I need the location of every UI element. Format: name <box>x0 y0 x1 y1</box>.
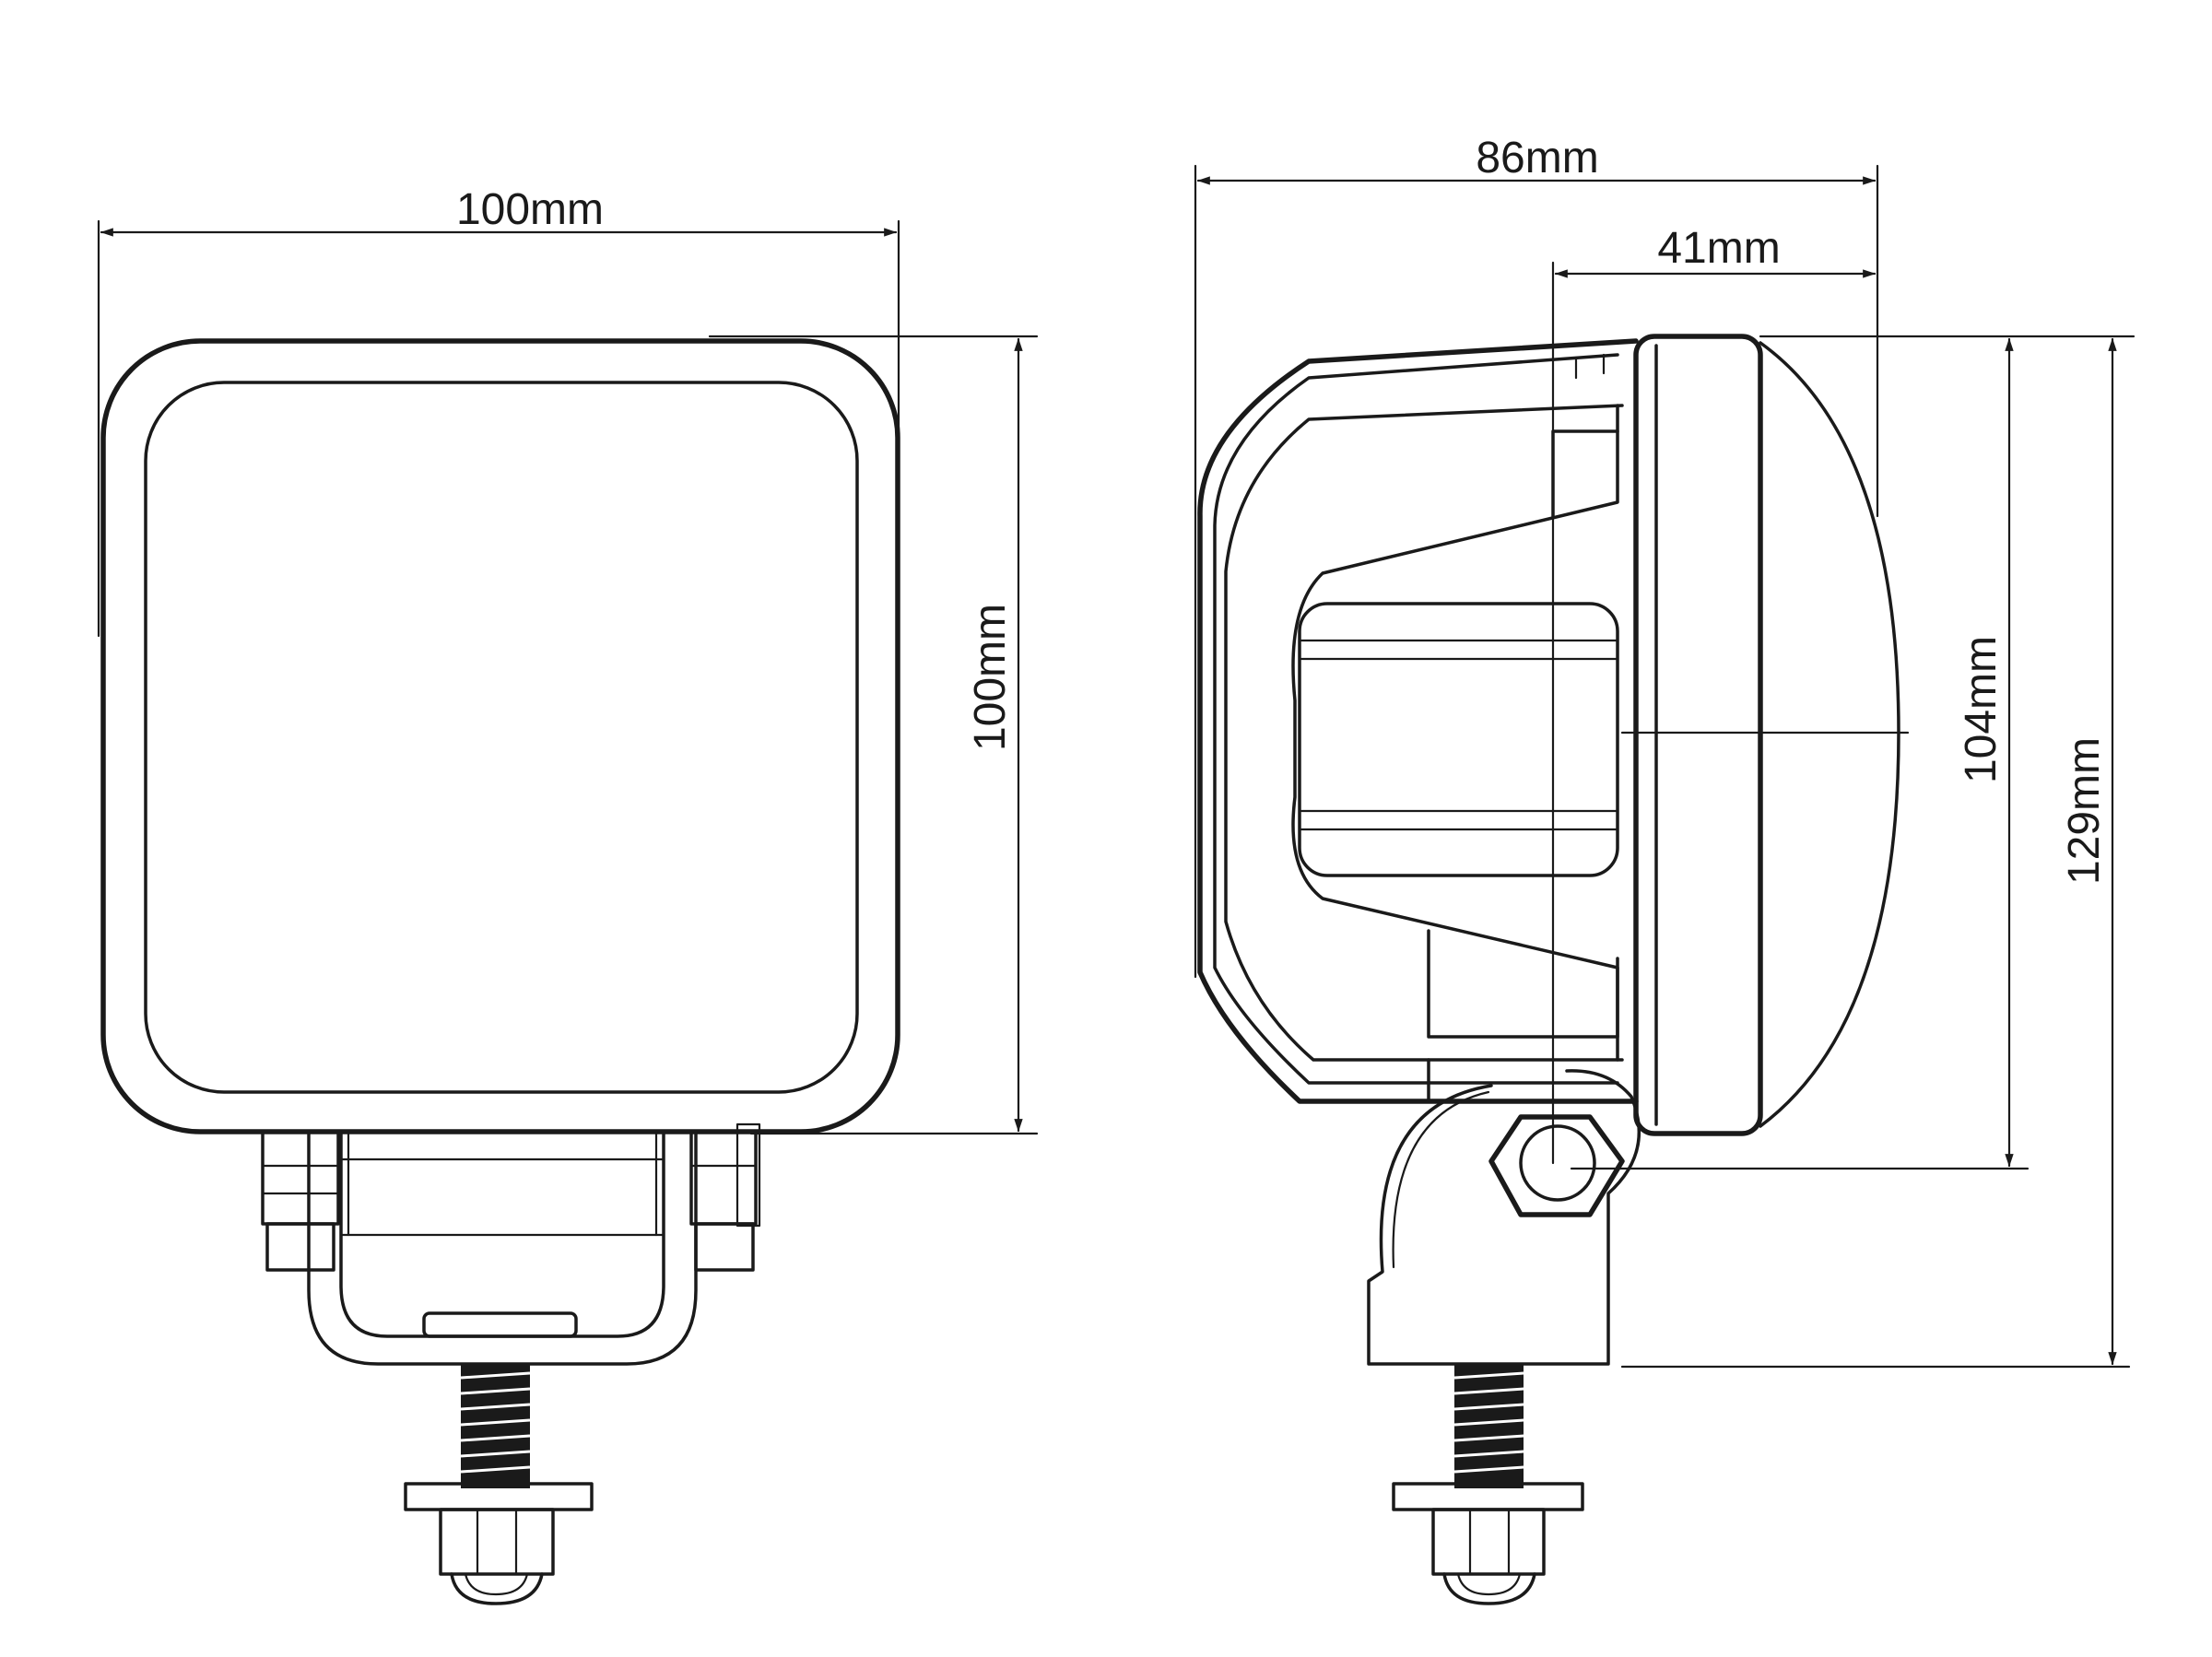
front-width-dimension: 100mm <box>97 185 900 638</box>
side-pivot-bolt <box>1488 1114 1625 1217</box>
front-u-bracket <box>307 1130 698 1366</box>
side-offset-label: 41mm <box>1657 224 1780 273</box>
side-offset-dimension: 41mm <box>1554 224 1877 278</box>
front-right-nut <box>689 1122 761 1272</box>
side-threaded-bolt <box>1392 1364 1584 1605</box>
front-lens <box>144 381 859 1094</box>
side-lens-dome <box>1759 341 1900 1128</box>
side-bezel <box>1633 334 1763 1136</box>
side-rear-housing <box>1197 338 1639 1104</box>
front-height-label: 100mm <box>966 604 1015 751</box>
side-bolt-height-label: 104mm <box>1957 636 2006 783</box>
front-threaded-bolt <box>404 1364 594 1605</box>
side-overall-height-label: 129mm <box>2060 737 2109 885</box>
front-width-label: 100mm <box>456 185 604 234</box>
side-overall-height-dimension: 129mm <box>1620 337 2131 1369</box>
front-height-dimension: 100mm <box>708 335 1039 1135</box>
side-heat-fin <box>1291 404 1619 1062</box>
front-left-nut <box>261 1130 340 1272</box>
side-depth-dimension: 86mm <box>1194 134 1879 979</box>
side-view: 86mm 41mm 104mm 129mm <box>1194 134 2136 1605</box>
front-housing-outer <box>100 338 900 1134</box>
front-view: 100mm 100mm <box>97 185 1039 1605</box>
side-bracket-arm <box>1367 1069 1641 1366</box>
side-bolt-height-dimension: 104mm <box>1570 335 2136 1170</box>
side-depth-label: 86mm <box>1476 134 1598 182</box>
